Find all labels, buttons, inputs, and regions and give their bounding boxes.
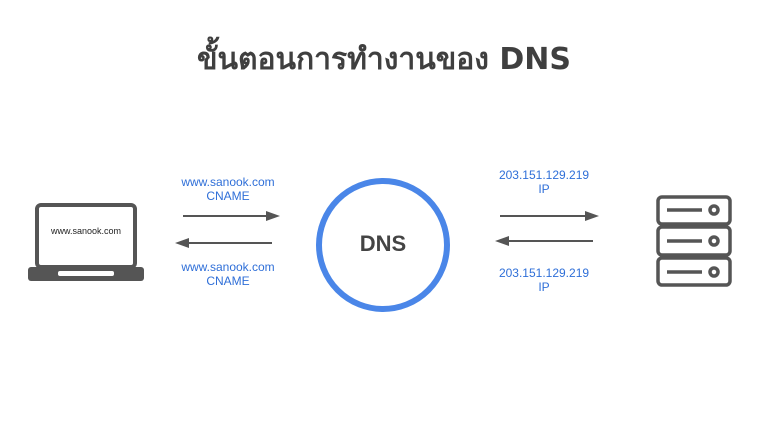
right-top-label: 203.151.129.219 IP (484, 168, 604, 196)
arrow-dns-to-server (500, 211, 599, 221)
laptop-screen-text: www.sanook.com (50, 226, 122, 236)
right-bottom-label: 203.151.129.219 IP (484, 266, 604, 294)
page-title: ขั้นตอนการทำงานของ DNS (196, 42, 571, 77)
left-bottom-label: www.sanook.com CNAME (168, 260, 288, 288)
right-top-type: IP (538, 182, 550, 196)
left-top-label: www.sanook.com CNAME (168, 175, 288, 203)
server-icon (656, 195, 732, 287)
right-bottom-type: IP (538, 280, 550, 294)
arrow-server-to-dns (495, 236, 593, 246)
arrow-dns-to-laptop (175, 238, 272, 248)
right-bottom-ip: 203.151.129.219 (498, 266, 590, 280)
left-top-type: CNAME (206, 189, 250, 203)
arrow-laptop-to-dns (183, 211, 280, 221)
laptop-icon (28, 203, 144, 281)
right-top-ip: 203.151.129.219 (498, 168, 590, 182)
left-bottom-type: CNAME (206, 274, 250, 288)
dns-label: DNS (359, 231, 407, 256)
dns-ring (316, 178, 450, 312)
left-bottom-domain: www.sanook.com (181, 260, 275, 274)
left-top-domain: www.sanook.com (181, 175, 275, 189)
